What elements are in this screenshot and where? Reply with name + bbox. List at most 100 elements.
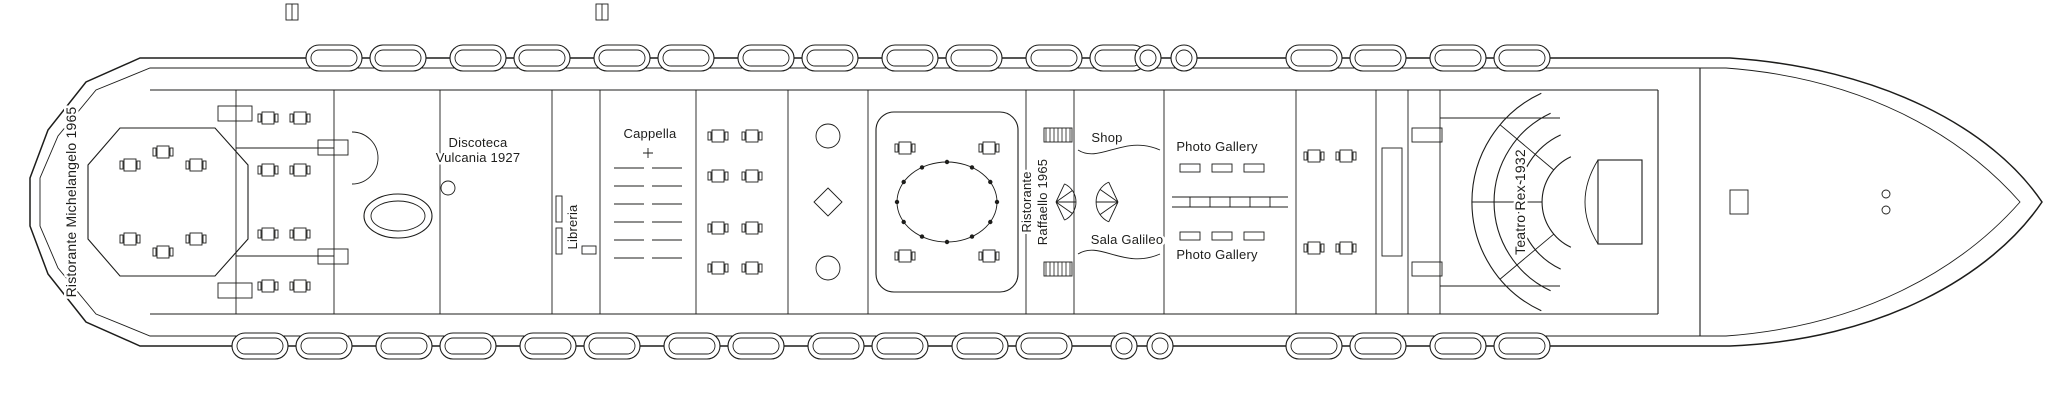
ristorante-michelangelo-room — [87, 105, 253, 299]
lobby-compass — [813, 187, 843, 217]
lifeboat-icon — [1285, 44, 1343, 72]
lifeboat-icon — [1349, 44, 1407, 72]
label-discoteca-line2: Vulcania 1927 — [436, 150, 521, 165]
colonnade-oval — [896, 161, 998, 243]
lifeboat-icon — [295, 332, 353, 360]
table-icon — [894, 249, 916, 263]
table-icon — [119, 232, 141, 246]
cross-icon — [643, 148, 653, 158]
table-icon — [1335, 149, 1357, 163]
lifeboat-icon — [945, 44, 1003, 72]
lifeboats-bottom — [231, 332, 1551, 360]
table-icon — [978, 141, 1000, 155]
table-icon — [185, 158, 207, 172]
bookshelf — [555, 227, 563, 255]
table-icon — [741, 129, 763, 143]
table-icon — [894, 141, 916, 155]
table-icon — [1303, 241, 1325, 255]
lifeboat-icon — [519, 332, 577, 360]
capstan-icon — [1881, 189, 1891, 199]
lifeboat-icon — [439, 332, 497, 360]
lobby-feature — [815, 123, 841, 149]
table-icon — [978, 249, 1000, 263]
libreria-room — [555, 195, 597, 255]
stairs-icon — [1381, 147, 1403, 257]
label-raffaello-line2: Raffaello 1965 — [1035, 159, 1050, 245]
lifeboat-icon — [737, 44, 795, 72]
table-icon — [707, 129, 729, 143]
lifeboat-icon — [375, 332, 433, 360]
hull-inner-line — [39, 67, 2021, 337]
lifeboat-icon — [1493, 44, 1551, 72]
chapel-pews — [614, 167, 682, 259]
vent-icons — [285, 3, 609, 21]
lifeboat-icon — [1285, 332, 1343, 360]
stairs-icon — [1043, 261, 1073, 277]
stage-apron — [1584, 159, 1599, 245]
hull-outline — [29, 57, 2043, 347]
dining-room-outline — [87, 127, 249, 277]
label-discoteca-line1: Discoteca — [449, 135, 508, 150]
lifeboat-icon — [1429, 332, 1487, 360]
theatre-aisles — [1472, 124, 1554, 280]
table-icon — [289, 163, 311, 177]
lifeboat-icon — [657, 44, 715, 72]
ship-hull — [29, 57, 2043, 347]
bookshelf — [555, 195, 563, 223]
card-room — [1303, 127, 1443, 277]
desk — [581, 245, 597, 255]
lifeboat-icon — [369, 44, 427, 72]
label-cappella: Cappella — [624, 126, 677, 141]
lifeboat-icon — [807, 332, 865, 360]
table-icon — [741, 261, 763, 275]
lifeboat-icon — [305, 44, 363, 72]
label-shop: Shop — [1091, 130, 1122, 145]
lifeboat-icon — [449, 44, 507, 72]
lifeboat-icon — [1015, 332, 1073, 360]
lifeboat-icon — [231, 332, 289, 360]
life-raft-icon — [1146, 332, 1174, 360]
life-raft-icon — [1170, 44, 1198, 72]
theatre-stage — [1597, 159, 1643, 245]
label-libreria: Libreria — [565, 204, 580, 250]
table-icon — [152, 245, 174, 259]
midship-lobby — [813, 123, 843, 281]
lifeboat-icon — [881, 44, 939, 72]
stairs-icon — [317, 248, 349, 265]
lifeboat-icon — [871, 332, 929, 360]
display-case — [1243, 231, 1265, 241]
ristorante-raffaello-room — [875, 111, 1019, 293]
lifeboat-icon — [727, 332, 785, 360]
superstructure-walls — [150, 68, 1701, 336]
table-icon — [289, 279, 311, 293]
table-icon — [741, 221, 763, 235]
table-icon — [257, 279, 279, 293]
table-icon — [289, 227, 311, 241]
table-icon — [1335, 241, 1357, 255]
table-icon — [289, 111, 311, 125]
life-raft-icon — [1134, 44, 1162, 72]
teatro-rex-room — [1471, 92, 1643, 312]
interior-walls — [235, 90, 1560, 314]
hatch-cover — [1729, 189, 1749, 215]
stairs-icon — [1411, 127, 1443, 143]
dance-floor — [363, 193, 433, 239]
shop-galileo-area — [1077, 144, 1161, 260]
cappella-room — [614, 148, 682, 259]
label-raffaello-line1: Ristorante — [1019, 171, 1034, 232]
capstan-icon — [1881, 205, 1891, 215]
display-case — [1211, 231, 1233, 241]
lifeboat-icon — [1429, 44, 1487, 72]
label-teatro-rex: Teatro Rex 1932 — [1512, 149, 1528, 255]
table-icon — [257, 227, 279, 241]
lifeboat-icon — [801, 44, 859, 72]
lifeboat-icon — [593, 44, 651, 72]
bar-counter — [351, 131, 379, 185]
lobby-feature — [815, 255, 841, 281]
stairs-icon — [317, 139, 349, 156]
lifeboats-top — [305, 44, 1551, 72]
pantry-tables — [257, 111, 349, 293]
table-icon — [152, 145, 174, 159]
stairs-icon — [1043, 127, 1073, 143]
